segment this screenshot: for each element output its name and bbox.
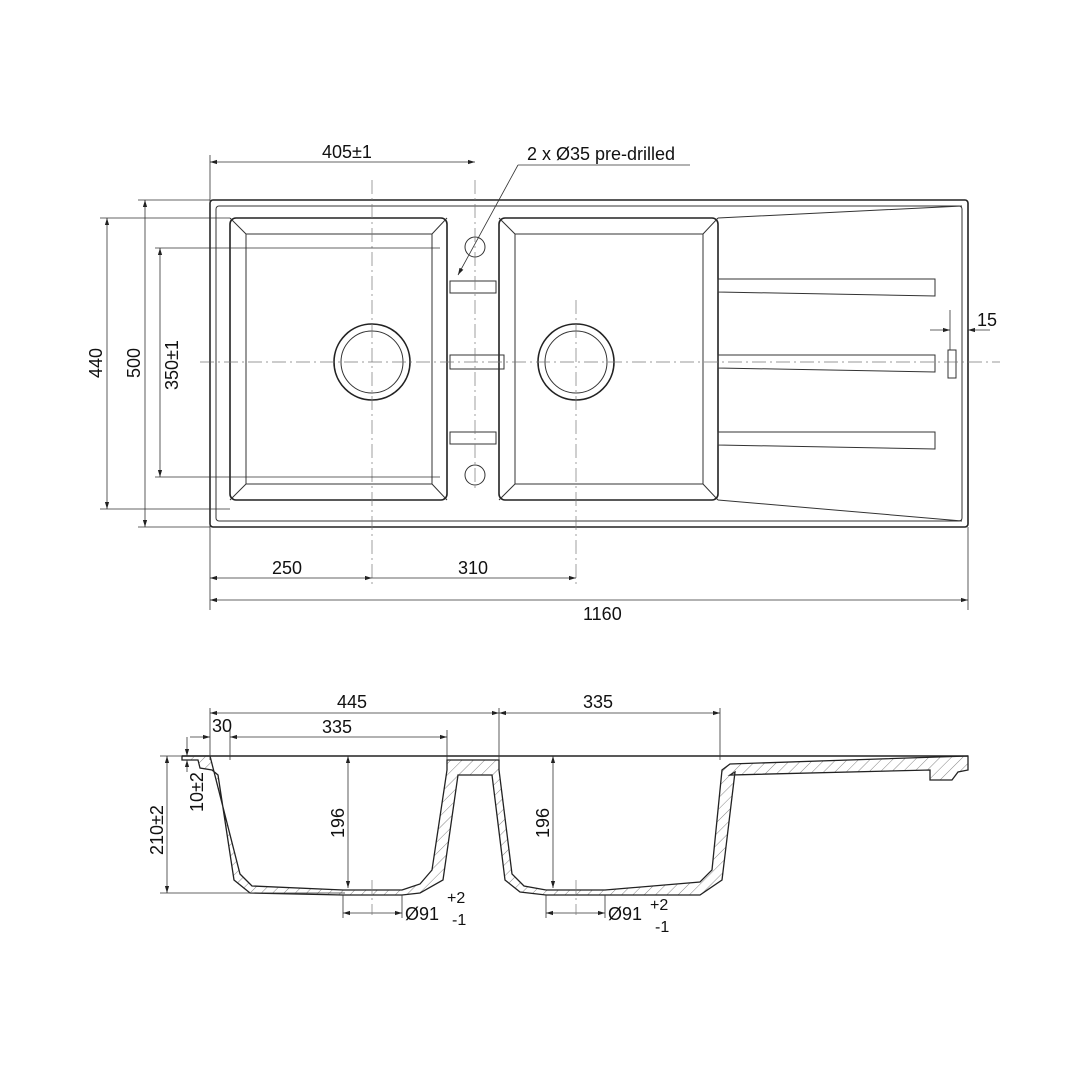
drainer-ribs [717,205,963,522]
dim-slot-offset: 15 [977,310,997,330]
dim-total-depth: 210±2 [147,805,167,855]
dim-left-drain-diameter: Ø91 [405,904,439,924]
dim-bowl-width-total: 405±1 [322,142,372,162]
side-view: 445 335 30 335 210±2 10±2 196 196 Ø91 +2… [147,692,969,936]
dim-rim-depth: 10±2 [187,772,207,812]
sink-inner-rim [215,205,963,522]
dim-inner-height: 440 [86,348,106,378]
overflow-slot [947,349,957,379]
dim-right-bowl: 335 [583,692,613,712]
dim-left-drain-offset: 250 [272,558,302,578]
dim-drain-spacing: 310 [458,558,488,578]
top-view: 405±1 2 x Ø35 pre-drilled 440 500 350±1 … [86,142,1000,624]
dim-right-bowl-depth: 196 [533,808,553,838]
tolerance-plus: +2 [650,897,668,914]
dim-rim: 30 [212,716,232,736]
dim-right-drain-diameter: Ø91 [608,904,642,924]
sink-outline [209,199,969,528]
tap-hole-icon [464,464,486,486]
left-bowl [229,217,448,501]
dim-outer-height: 500 [124,348,144,378]
dim-left-section: 445 [337,692,367,712]
divider-ribs [449,280,505,445]
sink-cross-section [181,755,969,896]
right-bowl [498,217,719,501]
dim-left-bowl: 335 [322,717,352,737]
dim-left-bowl-depth: 196 [328,808,348,838]
tap-holes-note: 2 x Ø35 pre-drilled [527,144,675,164]
dim-total-width: 1160 [583,604,622,624]
tolerance-minus: -1 [452,912,466,929]
tolerance-minus: -1 [655,919,669,936]
tolerance-plus: +2 [447,890,465,907]
dim-bowl-height: 350±1 [162,340,182,390]
